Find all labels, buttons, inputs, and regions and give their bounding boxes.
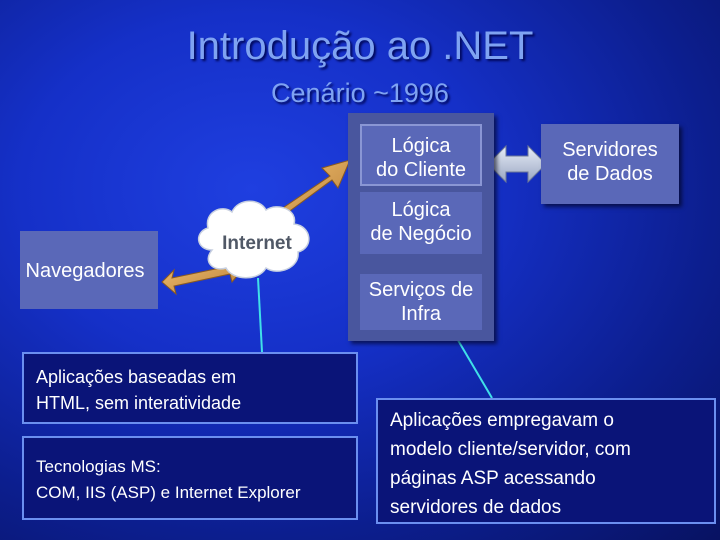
business-logic-box: Lógica de Negócio [360,192,482,254]
html-apps-note: Aplicações baseadas em HTML, sem interat… [22,352,358,424]
client-server-line-4: servidores de dados [390,497,562,518]
business-logic-line-1: Lógica [391,199,451,221]
client-server-line-1: Aplicações empregavam o [390,410,614,431]
browsers-box: Navegadores [20,231,158,309]
infra-services-line-1: Serviços de [368,279,474,301]
data-servers-line-1: Servidores [562,139,658,161]
slide-title: Introdução ao .NET [186,24,534,68]
infra-services-box: Serviços de Infra [360,274,482,330]
client-logic-box: Lógica do Cliente [360,124,482,186]
infra-services-line-2: Infra [400,303,442,325]
client-server-line-2: modelo cliente/servidor, com [390,439,631,460]
ms-tech-note: Tecnologias MS: COM, IIS (ASP) e Interne… [22,436,358,520]
ms-tech-line-1: Tecnologias MS: [36,457,161,476]
ms-tech-line-2: COM, IIS (ASP) e Internet Explorer [36,483,301,502]
client-data-double-arrow [487,144,547,184]
client-server-line-3: páginas ASP acessando [390,468,596,489]
client-logic-line-2: do Cliente [375,159,467,181]
internet-label: Internet [222,233,292,254]
client-server-connector-line [451,329,493,399]
internet-cloud-icon [198,200,310,279]
browsers-label: Navegadores [25,260,145,282]
client-server-note: Aplicações empregavam o modelo cliente/s… [376,398,716,524]
html-apps-line-1: Aplicações baseadas em [36,367,237,387]
html-apps-line-2: HTML, sem interatividade [36,393,242,413]
data-servers-box: Servidores de Dados [541,124,679,204]
html-apps-connector-line [257,277,263,353]
business-logic-line-2: de Negócio [370,223,472,245]
client-logic-line-1: Lógica [391,135,451,157]
slide-subtitle: Cenário ~1996 [271,78,449,108]
data-servers-line-2: de Dados [567,163,653,185]
